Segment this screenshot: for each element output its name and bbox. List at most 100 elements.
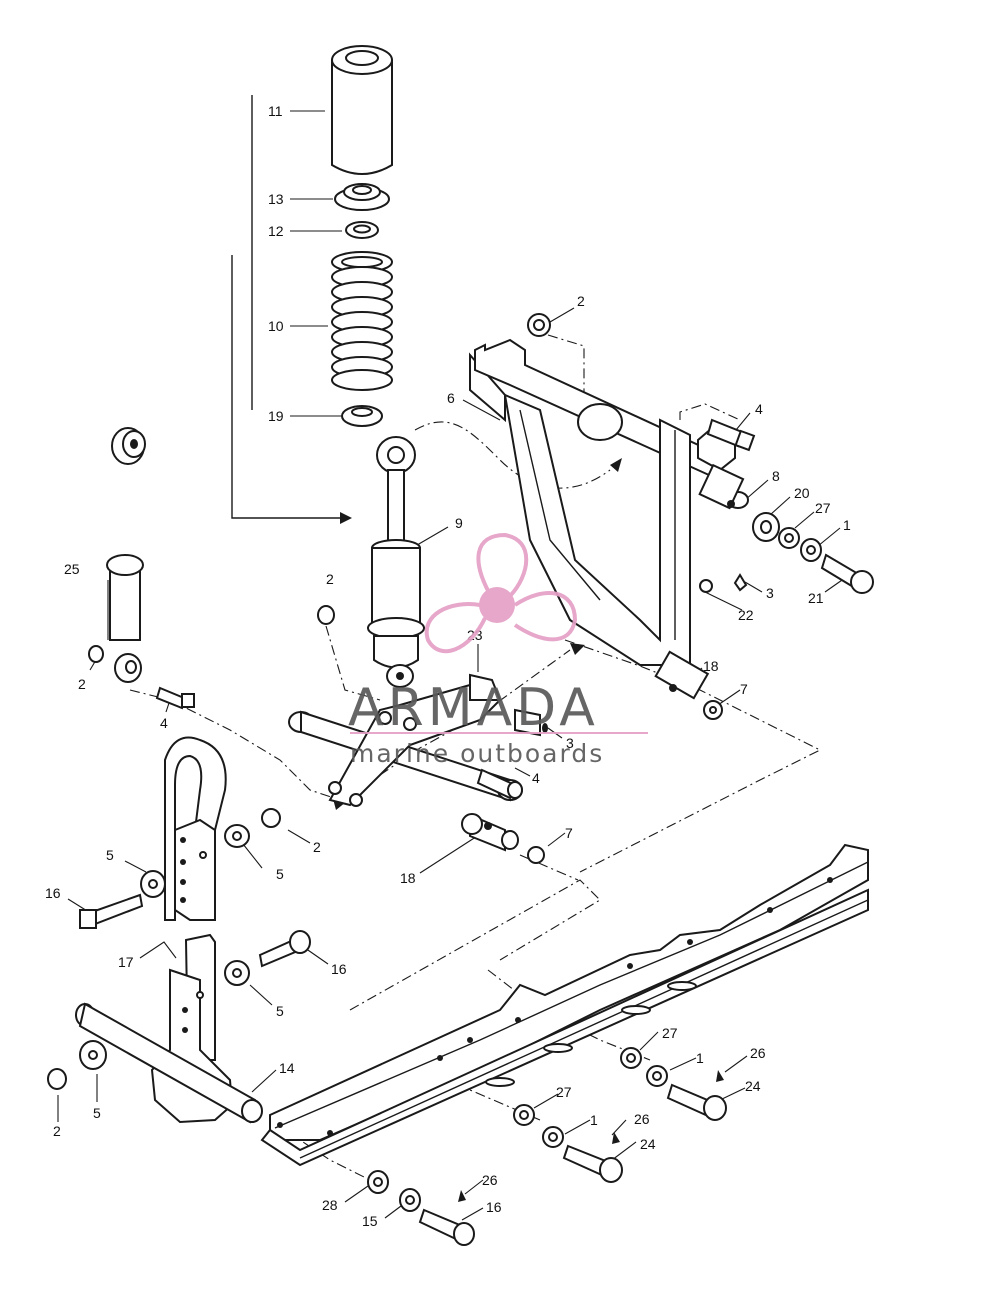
callout-4: 4 (755, 401, 763, 417)
callout-25: 25 (64, 561, 80, 577)
callout-1: 1 (590, 1112, 598, 1128)
callout-6: 6 (447, 390, 455, 406)
callout-5: 5 (106, 847, 114, 863)
hanger-17-upper (164, 736, 227, 921)
screw-26-bottom (458, 1190, 466, 1202)
callout-11: 11 (268, 103, 283, 119)
callout-5: 5 (93, 1105, 101, 1121)
callout-2: 2 (78, 676, 86, 692)
watermark-brand: ARMADA (348, 678, 599, 738)
nut-2-bottom (47, 1068, 67, 1090)
callout-24: 24 (745, 1078, 761, 1094)
callout-1: 1 (696, 1050, 704, 1066)
cap-25 (106, 554, 144, 641)
swing-arm-6 (469, 338, 749, 700)
bolt-24-low (562, 1144, 623, 1183)
bolt-16-bottom (418, 1208, 475, 1246)
callout-27: 27 (556, 1084, 572, 1100)
callout-24: 24 (640, 1136, 656, 1152)
callout-14: 14 (279, 1060, 295, 1076)
callout-1: 1 (843, 517, 851, 533)
callout-8: 8 (772, 468, 780, 484)
callout-5: 5 (276, 866, 284, 882)
callout-10: 10 (268, 318, 284, 334)
callout-16: 16 (331, 961, 347, 977)
callout-2: 2 (577, 293, 585, 309)
callout-3: 3 (566, 735, 574, 751)
washer-12 (345, 221, 379, 239)
screw-26-low (612, 1132, 620, 1144)
callout-17: 17 (118, 954, 134, 970)
bolt-16-left (79, 893, 144, 929)
callout-26: 26 (482, 1172, 498, 1188)
washer-7-top (703, 700, 723, 720)
spring-seat-13 (334, 183, 390, 211)
pin-18-lower (461, 813, 519, 852)
callout-28: 28 (322, 1197, 338, 1213)
leader-lines (57, 95, 846, 1221)
nut-2-middle (317, 605, 335, 625)
callout-19: 19 (268, 408, 284, 424)
callout-13: 13 (268, 191, 284, 207)
washer-1-top (800, 538, 822, 562)
callout-18: 18 (400, 870, 416, 886)
callout-26: 26 (750, 1045, 766, 1061)
callout-4: 4 (160, 715, 168, 731)
spring-retainer-19 (341, 405, 383, 427)
cross-shaft-14 (75, 1002, 263, 1124)
callout-2: 2 (326, 571, 334, 587)
bolt-4-mid (476, 768, 523, 800)
washer-5-b (140, 870, 166, 898)
callout-7: 7 (565, 825, 573, 841)
callout-labels: 11 13 12 10 19 2 6 4 8 20 27 1 21 9 3 22… (45, 103, 851, 1229)
shock-bumper-11 (331, 45, 393, 175)
shock-absorber-9 (367, 436, 425, 688)
nut-2-left (88, 645, 104, 663)
callout-27: 27 (815, 500, 831, 516)
screw-26-mid (716, 1070, 724, 1082)
callout-26: 26 (634, 1111, 650, 1127)
callout-2: 2 (313, 839, 321, 855)
bolt-24-mid (666, 1083, 727, 1121)
callout-16: 16 (486, 1199, 502, 1215)
washer-1-mid (646, 1065, 668, 1087)
washer-5-a (224, 824, 250, 848)
washer-27-top (778, 527, 800, 549)
watermark-tagline: marine outboards (350, 739, 604, 768)
washer-15 (399, 1188, 421, 1212)
nut-2-right (261, 808, 281, 828)
callout-9: 9 (455, 515, 463, 531)
armada-watermark: ARMADA marine outboards (348, 532, 648, 768)
propeller-logo-icon (424, 532, 578, 653)
loose-bushing (111, 427, 146, 465)
callout-18: 18 (703, 658, 719, 674)
bushing-left (114, 653, 142, 683)
callout-2: 2 (53, 1123, 61, 1139)
callout-22: 22 (738, 607, 754, 623)
washer-27-low (513, 1104, 535, 1126)
callout-3: 3 (766, 585, 774, 601)
bolt-4-left (155, 686, 195, 710)
callout-20: 20 (794, 485, 810, 501)
washer-1-low (542, 1126, 564, 1148)
callout-4: 4 (532, 770, 540, 786)
callout-16: 16 (45, 885, 61, 901)
grease-fitting-22 (699, 573, 748, 593)
callout-7: 7 (740, 681, 748, 697)
callout-15: 15 (362, 1213, 378, 1229)
washer-7-lower (527, 846, 545, 864)
nut-2-top (527, 313, 551, 337)
washer-28 (367, 1170, 389, 1194)
washer-5-c (224, 960, 250, 986)
callout-27: 27 (662, 1025, 678, 1041)
washer-20 (752, 512, 780, 542)
callout-5: 5 (276, 1003, 284, 1019)
washer-5-d (79, 1040, 107, 1070)
bolt-4-top (706, 418, 756, 452)
slide-rail (260, 843, 869, 1167)
bolt-16-mid (258, 930, 311, 968)
coil-spring-10 (331, 251, 393, 391)
bolt-21 (820, 553, 874, 594)
callout-21: 21 (808, 590, 824, 606)
